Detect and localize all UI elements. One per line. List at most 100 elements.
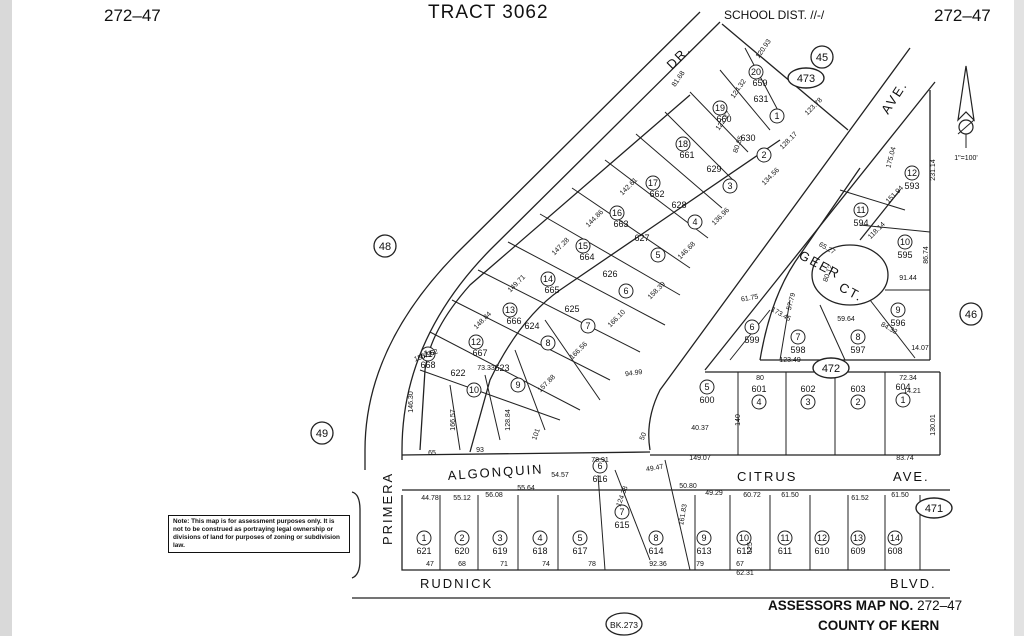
lot-number-circle [850,530,866,546]
lot-number: 12 [817,533,827,543]
lot-number: 4 [756,397,761,407]
dimension-label: 166.10 [607,309,627,329]
map-number-left: 272–47 [104,6,161,25]
lot-number-circle [510,377,526,393]
lot-number-circle [572,530,588,546]
lot-number: 4 [692,217,697,227]
lot-number-circle [609,205,625,221]
lot-apn: 619 [492,546,507,556]
lot-number-circle [420,346,436,362]
dimension-label: 130.01 [930,414,937,436]
lot-apn: 603 [850,384,865,394]
dimension-label: 123.49 [779,357,801,364]
lot-apn: 621 [416,546,431,556]
dimension-label: 161.83 [678,503,689,525]
scale-label: 1"=100' [954,155,977,162]
lot-apn: 598 [790,345,805,355]
street-primera: PRIMERA [380,472,395,545]
lot-number-circle [814,530,830,546]
dimension-label: 61.50 [781,492,799,499]
lot-number-circle [416,530,432,546]
dimension-label: 175.04 [885,146,897,169]
lot-apn: 614 [648,546,663,556]
dimension-label: 146.30 [408,391,415,413]
lot-number: 16 [612,208,622,218]
lot-number-circle [800,394,816,410]
lot-apn: 666 [506,316,521,326]
block-46-label: 46 [965,309,977,321]
street-citrus: CITRUS [737,469,797,484]
lot-number: 7 [585,321,590,331]
dimension-label: 54.57 [551,472,569,479]
lot-apn: 668 [420,360,435,370]
dimension-label: 61.75 [740,294,759,304]
lot-apn: 613 [696,546,711,556]
geer-east-edge [859,189,901,241]
lot-number: 2 [459,533,464,543]
lot-apn: 660 [716,114,731,124]
lot-apn: 659 [752,78,767,88]
rear-lot-line-outer [419,94,691,451]
lot-number: 13 [505,305,515,315]
dimension-label: 72.34 [899,375,917,382]
dimension-label: 57.79 [786,292,797,311]
lot-number-circle [675,136,691,152]
lot-number: 10 [739,533,749,543]
lot-apn: 664 [579,252,594,262]
lot-number-circle [853,202,869,218]
block-48-label: 48 [379,241,391,253]
lot-apn: 602 [800,384,815,394]
lot-number: 8 [545,338,550,348]
lot-number-circle [722,178,738,194]
dimension-label: 61.52 [851,495,869,502]
dimension-label: 124.38 [616,485,630,508]
lot-number-circle [648,530,664,546]
dr-inner-edge [401,21,721,460]
assessors-map-label: ASSESSORS MAP NO. 272–47 [768,598,962,613]
scan-edge-right [1014,0,1024,636]
lot-number: 1 [774,111,779,121]
block-46-circle [959,302,983,326]
lot-number: 7 [795,332,800,342]
rear-lot-line-inner [469,139,781,453]
lot-apn: 596 [890,318,905,328]
dimension-label: 94.99 [625,369,643,378]
block-45-circle [810,45,834,69]
lot-number: 3 [805,397,810,407]
lot-number: 5 [704,382,709,392]
lot-number: 10 [900,237,910,247]
lot-number-circle [575,238,591,254]
dimension-label: 60.72 [743,492,761,499]
dimension-label: 125 [747,542,754,554]
lot-number: 12 [907,168,917,178]
street-ct: CT. [837,279,867,304]
lot-apn: 599 [744,335,759,345]
lot-apn: 626 [602,269,617,279]
dimension-label: 80 [756,375,764,382]
south-block-outline [401,495,950,571]
lot-number-circle [592,458,608,474]
lot-apn: 622 [450,368,465,378]
lot-apn: 662 [649,189,664,199]
lot-number-circle [532,530,548,546]
lot-number: 2 [761,150,766,160]
lot-number: 8 [653,533,658,543]
dimension-label: 166.57 [450,409,457,431]
lot-number-circle [645,175,661,191]
